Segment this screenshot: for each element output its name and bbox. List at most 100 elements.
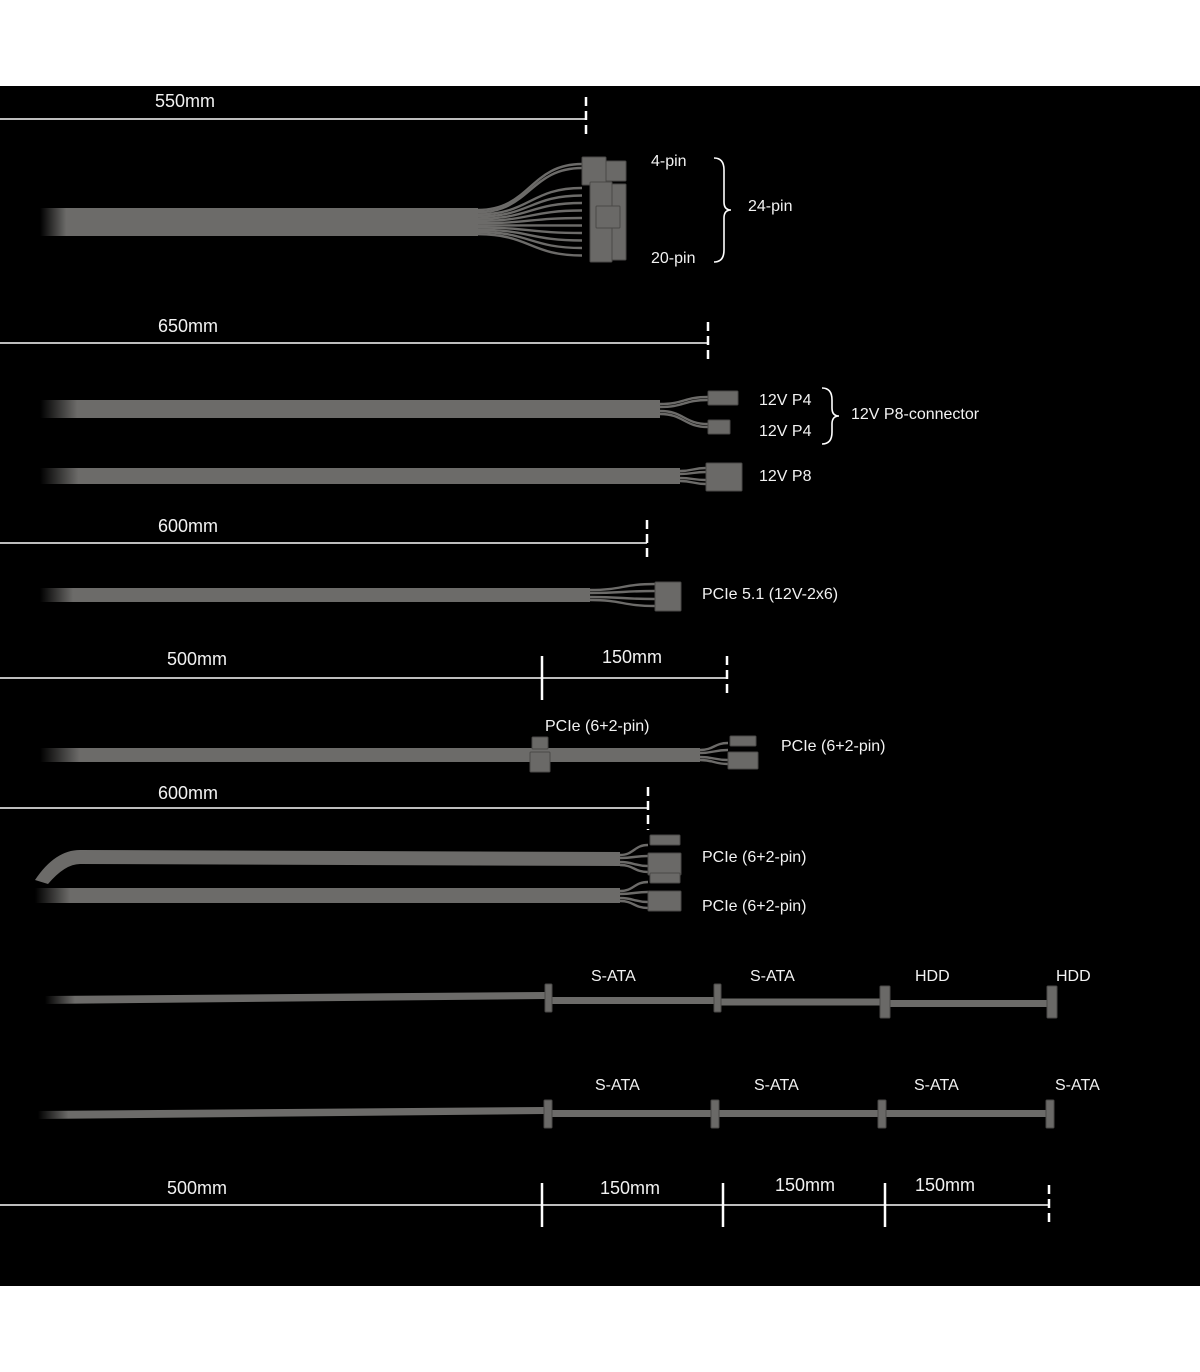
pcie5-wire (589, 598, 656, 608)
atx-cable (40, 208, 478, 236)
brace-24pin (713, 157, 732, 263)
label-4pin: 4-pin (651, 153, 687, 170)
pcie-daisy-wire (699, 741, 729, 752)
pcie5-wire (589, 595, 656, 601)
pcie-dual-wire-b (619, 896, 649, 904)
sata-segment (715, 1110, 882, 1117)
pcie-dual-wire-b (619, 890, 649, 896)
connector-pcie-dual-b-2pin (649, 872, 681, 884)
connector-12v-p4-b (707, 419, 731, 435)
connector-hdd-molex (1046, 985, 1058, 1019)
p8-wire (679, 476, 707, 482)
atx-wire (477, 228, 583, 242)
cable-diagram-svg: 550mm 4-pin 20-pin 24-pin 650mm 12V P4 1… (0, 91, 1100, 1227)
bottom-seg-2: 150mm (775, 1175, 835, 1195)
connector-sata (544, 983, 553, 1013)
atx-wire (477, 194, 583, 218)
cable-graphics (0, 97, 1058, 1227)
bottom-seg-3: 150mm (915, 1175, 975, 1195)
pcie-dual-wire-b (619, 880, 649, 893)
pcie-dual-wire-b (619, 899, 649, 910)
label-pcie5: PCIe 5.1 (12V-2x6) (702, 586, 838, 603)
atx-wire (477, 230, 583, 250)
connector-12v-p4-a (707, 390, 739, 406)
eps-wire (659, 398, 709, 409)
pcie-daisy-ext-length: 150mm (602, 647, 662, 667)
pcie-daisy-wire (699, 748, 729, 755)
connector-pcie-mid-6pin (529, 751, 551, 773)
atx-wire (477, 226, 583, 235)
connector-pcie-dual-a-6pin (647, 852, 682, 876)
pcie5-wire (589, 589, 656, 595)
p8-wire (679, 466, 707, 473)
label-12v-p8-connector: 12V P8-connector (851, 406, 980, 423)
label-sata-2: S-ATA (754, 1077, 799, 1094)
label-pcie-mid: PCIe (6+2-pin) (545, 718, 650, 735)
eps-wire (659, 395, 709, 406)
atx-wire (477, 162, 583, 212)
eps-wire (659, 412, 709, 429)
connector-pcie-dual-b-6pin (647, 890, 682, 912)
pcie-dual-wire-a (619, 854, 649, 860)
connector-hdd-molex (879, 985, 891, 1019)
connector-pcie-mid-2pin (531, 736, 549, 750)
pcie-dual-cable-a (35, 850, 620, 884)
label-pcie-dual-a: PCIe (6+2-pin) (702, 849, 807, 866)
connector-sata (543, 1099, 553, 1129)
sata-segment (882, 1110, 1050, 1117)
eps-wire (659, 409, 709, 426)
label-pcie-dual-b: PCIe (6+2-pin) (702, 898, 807, 915)
atx-length-label: 550mm (155, 91, 215, 111)
atx-wire (477, 201, 583, 220)
connector-12v-p8 (705, 462, 743, 492)
pcie5-wire (589, 582, 656, 592)
pcie5-length-label: 600mm (158, 516, 218, 536)
sata-hdd-segment (885, 1000, 1052, 1007)
sata-hdd-segment (717, 998, 885, 1006)
pcie-dual-wire-a (619, 860, 649, 868)
atx-wire (477, 216, 583, 225)
label-sata-hdd-4: HDD (1056, 968, 1091, 985)
sata-hdd-cable (45, 992, 545, 1004)
connector-sata (713, 983, 722, 1013)
pcie-dual-length-label: 600mm (158, 783, 218, 803)
pcie-dual-wire-a (619, 863, 649, 874)
eps-p8-cable (40, 468, 680, 484)
atx-wire (477, 209, 583, 223)
connector-pcie-end-2pin (729, 735, 757, 747)
pcie-daisy-wire (699, 755, 729, 762)
pcie5-cable (40, 588, 590, 602)
label-sata-hdd-1: S-ATA (591, 968, 636, 985)
psu-cable-diagram: 550mm 4-pin 20-pin 24-pin 650mm 12V P4 1… (0, 86, 1200, 1286)
connector-sata (1045, 1099, 1055, 1129)
bottom-main-length: 500mm (167, 1178, 227, 1198)
brace-p8 (821, 387, 840, 445)
label-sata-hdd-3: HDD (915, 968, 950, 985)
sata-segment (548, 1110, 715, 1117)
sata-hdd-segment (548, 997, 717, 1004)
label-12v-p4-b: 12V P4 (759, 423, 812, 440)
p8-wire (679, 479, 707, 486)
label-sata-hdd-2: S-ATA (750, 968, 795, 985)
label-12v-p4-a: 12V P4 (759, 392, 812, 409)
sata-cable (38, 1107, 545, 1119)
label-pcie-end: PCIe (6+2-pin) (781, 738, 886, 755)
p8-wire (679, 470, 707, 476)
connector-pcie-end-6pin (727, 751, 759, 770)
pcie-dual-cable-b (35, 888, 620, 903)
label-24pin: 24-pin (748, 198, 792, 215)
connector-20pin-latch (595, 205, 621, 229)
connector-4pin (581, 156, 607, 186)
atx-wire (477, 233, 583, 257)
connector-4pin-tip (605, 160, 627, 182)
connector-sata (877, 1099, 887, 1129)
label-sata-1: S-ATA (595, 1077, 640, 1094)
label-20pin: 20-pin (651, 250, 695, 267)
connector-sata (710, 1099, 720, 1129)
pcie-daisy-cable (40, 748, 700, 762)
label-sata-4: S-ATA (1055, 1077, 1100, 1094)
eps-length-label: 650mm (158, 316, 218, 336)
atx-wire (477, 186, 583, 216)
bottom-seg-1: 150mm (600, 1178, 660, 1198)
connector-pcie5 (654, 581, 682, 612)
